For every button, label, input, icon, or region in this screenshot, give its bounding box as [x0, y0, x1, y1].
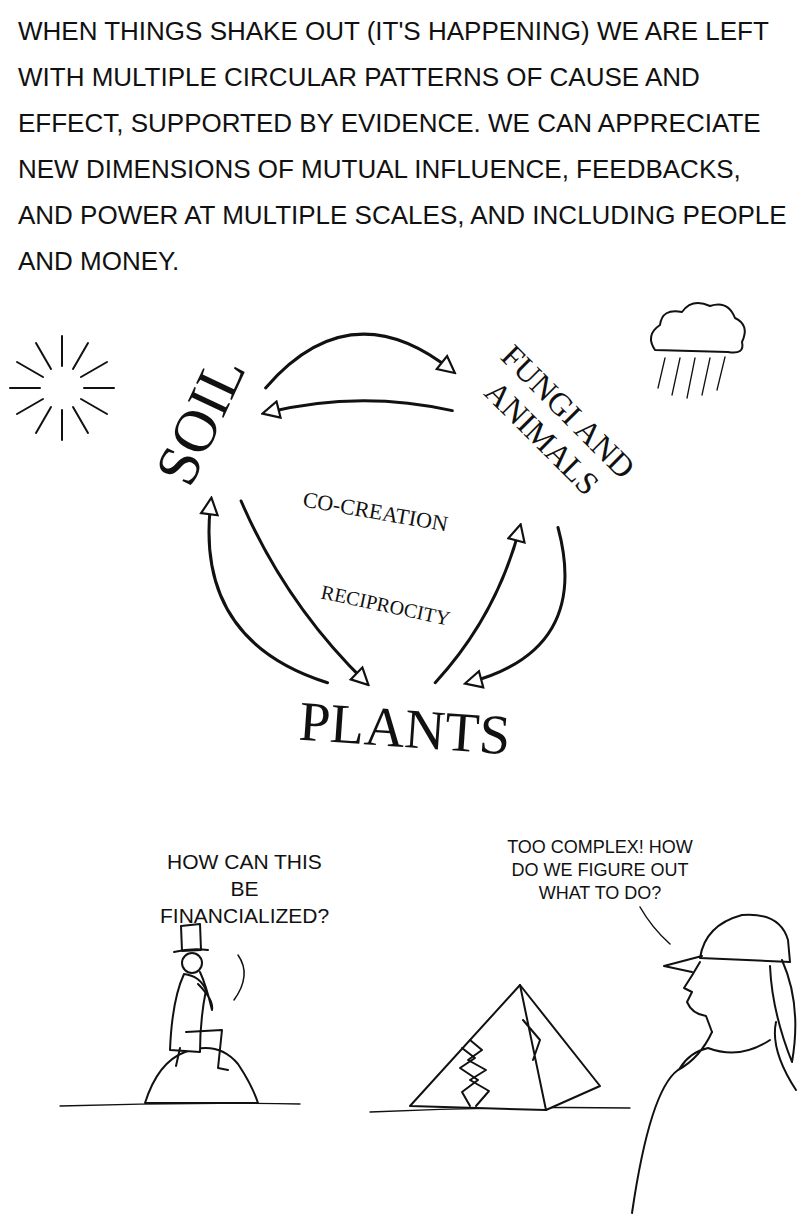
- cycle-arrow: [266, 334, 453, 388]
- node-text: PLANTS: [297, 689, 513, 768]
- pyramid-crack: [460, 1040, 489, 1106]
- broken-pyramid: [410, 985, 600, 1110]
- speech-text: TOO COMPLEX! HOW DO WE FIGURE OUT WHAT T…: [507, 837, 693, 903]
- cycle-arrow: [435, 528, 520, 683]
- speech-text-box: TOO COMPLEX! HOW DO WE FIGURE OUT WHAT T…: [505, 836, 695, 905]
- pyramid-edge: [520, 985, 546, 1110]
- cycle-arrow: [266, 401, 453, 413]
- man-head: [182, 953, 202, 973]
- speech-tail: [640, 907, 670, 944]
- sun-rays: [10, 336, 114, 440]
- cycle-node: SOIL: [141, 345, 260, 495]
- cycle-node: FUNGI AND ANIMALS: [458, 328, 651, 521]
- node-text: FUNGI AND ANIMALS: [458, 328, 651, 521]
- woman-face: [684, 962, 712, 1032]
- cycle-label: RECIPROCITY: [319, 580, 452, 629]
- rain: [658, 357, 725, 398]
- speech-text: HOW CAN THIS BE FINANCIALIZED?: [160, 850, 329, 927]
- ponytail: [770, 960, 795, 1062]
- man-limbs: [176, 972, 228, 1070]
- woman-cap: [664, 915, 790, 972]
- cycle-label-box: CO-CREATION: [300, 486, 449, 537]
- top-hat: [174, 924, 208, 952]
- cycle-node: PLANTS: [297, 689, 513, 768]
- cycle-arrow: [468, 528, 565, 683]
- rock: [145, 1048, 258, 1103]
- speech-tail: [234, 955, 244, 1000]
- cloud: [651, 303, 745, 352]
- intro-text-box: WHEN THINGS SHAKE OUT (IT'S HAPPENING) W…: [18, 8, 788, 284]
- cycle-arrow: [209, 501, 328, 683]
- intro-text: WHEN THINGS SHAKE OUT (IT'S HAPPENING) W…: [18, 16, 787, 276]
- woman-jacket: [632, 1022, 796, 1213]
- node-text: SOIL: [141, 345, 260, 495]
- cycle-label: CO-CREATION: [301, 486, 450, 536]
- cycle-label-box: RECIPROCITY: [319, 580, 452, 630]
- speech-text-box: HOW CAN THIS BE FINANCIALIZED?: [160, 848, 329, 929]
